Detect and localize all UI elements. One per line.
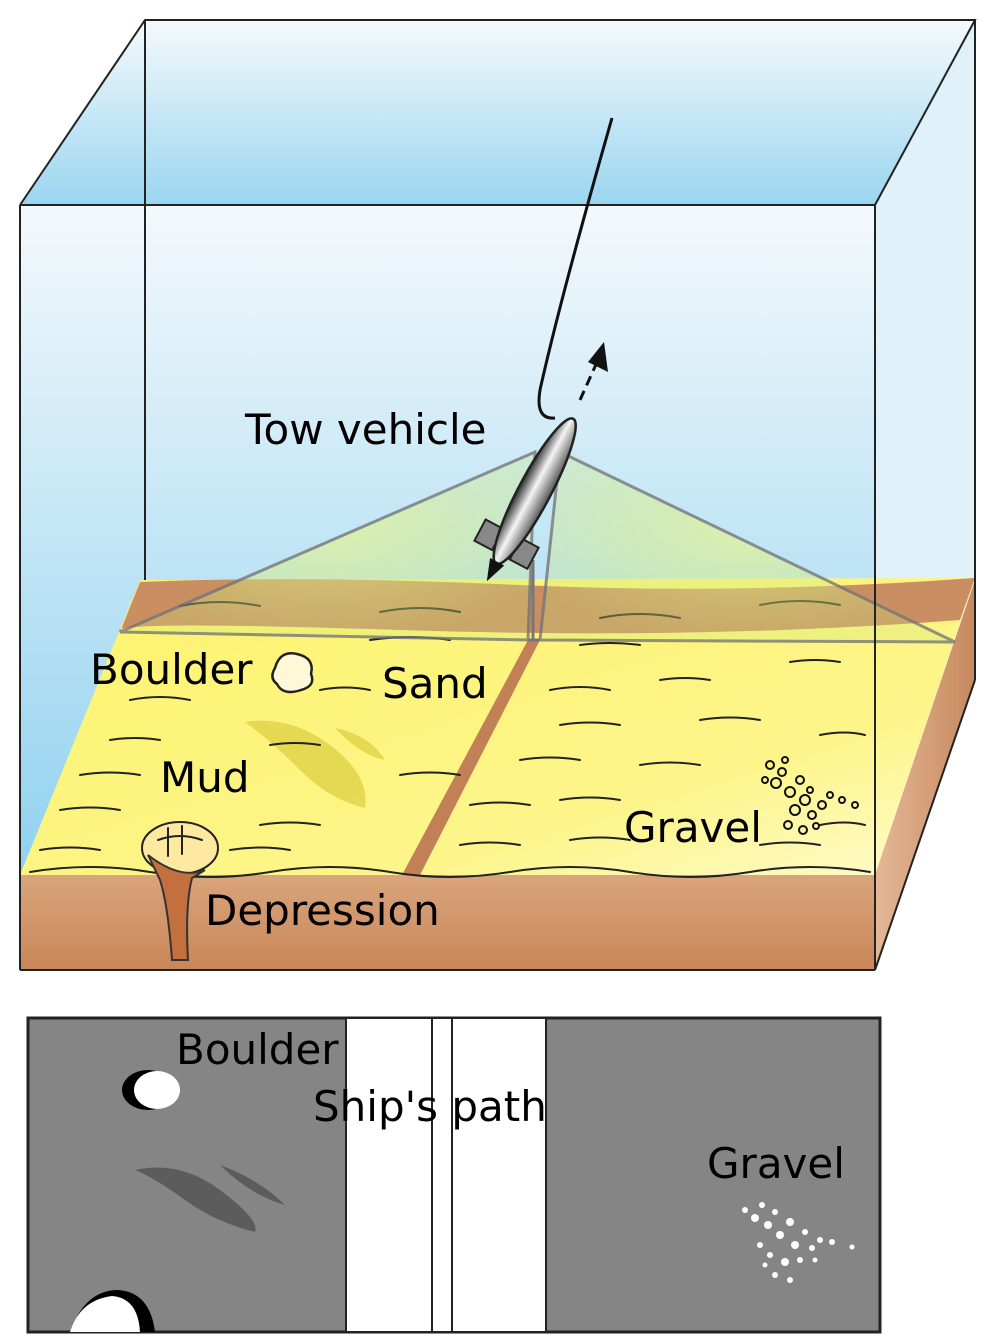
boulder-return [134, 1071, 180, 1109]
gravel-returns [742, 1202, 855, 1283]
beam-right [538, 449, 956, 644]
label-tow-vehicle: Tow vehicle [244, 405, 487, 454]
mud-return [135, 1167, 256, 1232]
ship-track [402, 640, 540, 875]
sand-surface [20, 578, 975, 875]
mud-patch [245, 720, 366, 808]
mud-patch-small [335, 728, 385, 760]
sonar-label-ships-path: Ship's path [313, 1082, 547, 1131]
label-gravel: Gravel [624, 803, 762, 852]
depression-shape [141, 821, 219, 961]
gravel-cluster [761, 756, 859, 835]
label-depression: Depression [205, 886, 440, 935]
sonar-label-boulder: Boulder [176, 1025, 339, 1074]
mud-return-small [220, 1165, 285, 1205]
direction-arrow-icon [578, 342, 608, 401]
sediment-side-face [875, 580, 975, 970]
water-back-face [20, 20, 975, 205]
sonar-image-panel: Boulder Ship's path Gravel [26, 1016, 882, 1334]
sonar-beams [119, 449, 956, 644]
tow-cable [537, 117, 614, 420]
tow-vehicle-icon [473, 117, 614, 582]
nadir-gap [431, 1017, 453, 1333]
label-boulder: Boulder [90, 645, 253, 694]
sediment-front-face [20, 875, 875, 970]
box-edges [19, 19, 977, 971]
water-right-face [875, 20, 975, 660]
boulder-shape [271, 652, 314, 694]
label-mud: Mud [160, 753, 250, 802]
sonar-label-gravel: Gravel [707, 1139, 845, 1188]
label-sand: Sand [382, 659, 488, 708]
seabed-block [20, 578, 975, 970]
